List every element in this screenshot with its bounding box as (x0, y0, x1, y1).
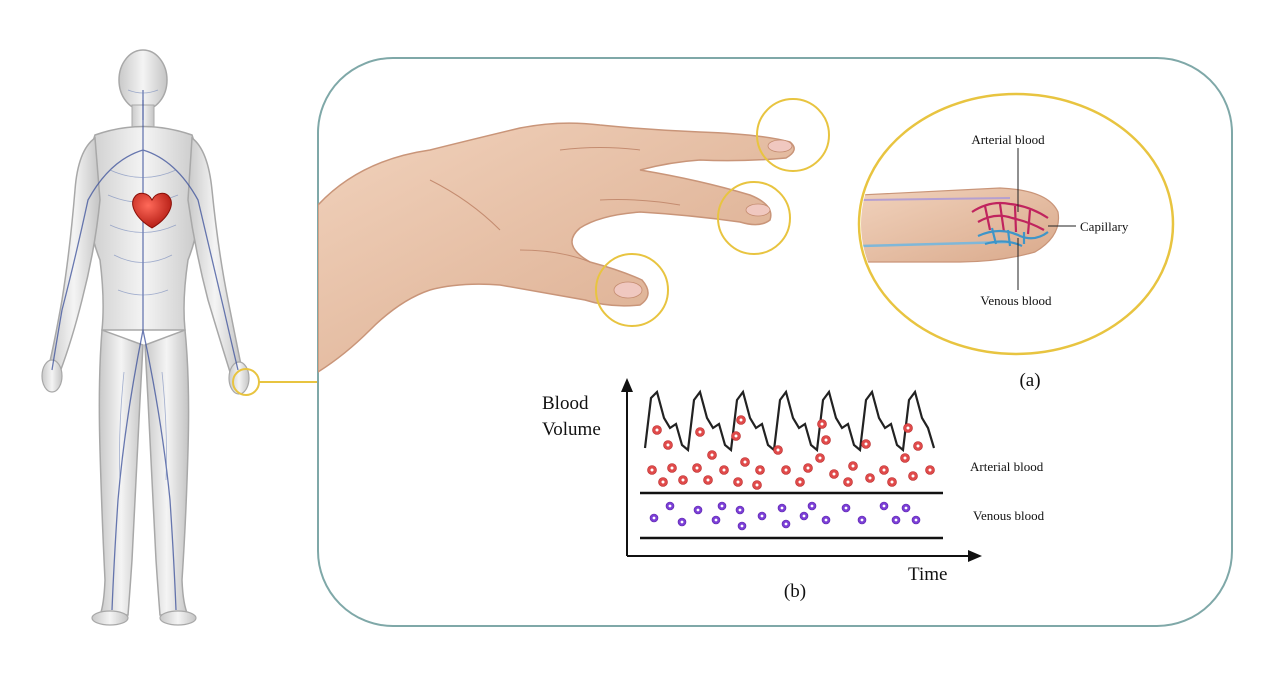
venous-blood-cells (649, 501, 921, 531)
caption-b: (b) (784, 581, 806, 602)
xlabel-time: Time (908, 564, 947, 585)
ylabel-line2: Volume (542, 419, 601, 440)
label-arterial-blood-a: Arterial blood (971, 132, 1045, 147)
label-arterial-blood-b: Arterial blood (970, 459, 1044, 474)
capillary-network (971, 201, 1049, 248)
ppg-waveform (643, 389, 936, 453)
human-body-figure (41, 49, 250, 626)
hand-illustration (318, 122, 795, 374)
x-axis-arrow-icon (968, 550, 982, 562)
arterial-blood-cells (647, 415, 935, 490)
ylabel-line1: Blood (542, 393, 589, 414)
fingertip-ring-middle (717, 181, 791, 255)
caption-a: (a) (1019, 370, 1040, 391)
fingertip-ring-index (756, 98, 830, 172)
y-axis-arrow-icon (621, 378, 633, 392)
label-capillary: Capillary (1080, 219, 1129, 234)
inset-a-fingertip-cross-section: Arterial blood Capillary Venous blood (857, 92, 1175, 356)
inset-b-ppg-waveform-diagram: Blood Volume Time Arterial blood Venous … (542, 378, 1045, 585)
label-venous-blood-a: Venous blood (980, 293, 1052, 308)
heart-icon (132, 192, 172, 229)
fingertip-ring-thumb (595, 253, 669, 327)
label-venous-blood-b: Venous blood (973, 508, 1045, 523)
